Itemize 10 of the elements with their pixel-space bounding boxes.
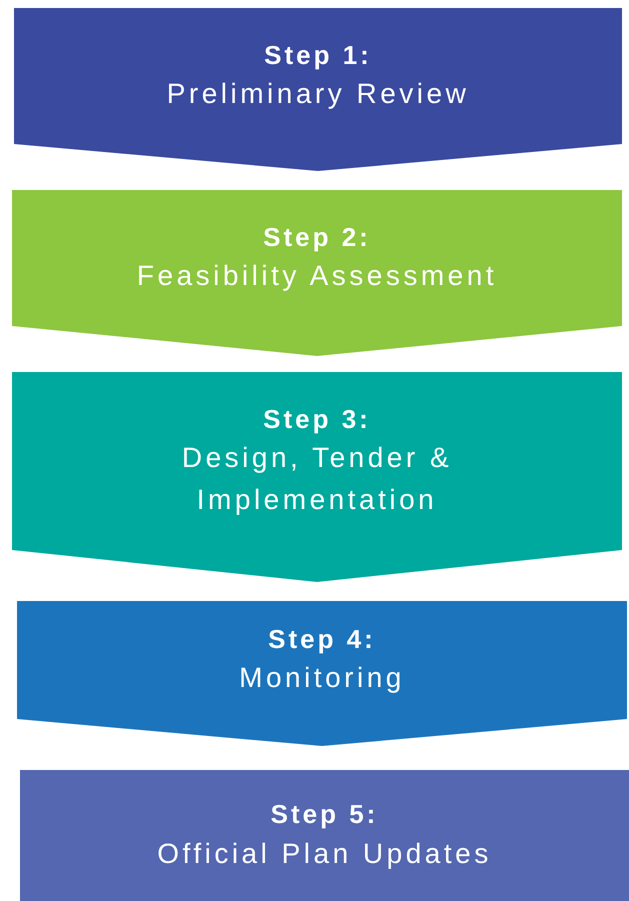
step-number: Step 5: [270,798,378,832]
step-title: Design, Tender & Implementation [180,441,454,518]
step-title: Preliminary Review [166,77,470,112]
step-title: Monitoring [238,661,406,696]
step-title: Feasibility Assessment [136,259,498,294]
step-number: Step 3: [263,402,371,436]
step-number: Step 1: [264,38,372,72]
step-number: Step 4: [268,622,376,656]
step-title: Official Plan Updates [156,836,493,871]
step-number: Step 2: [263,220,371,254]
